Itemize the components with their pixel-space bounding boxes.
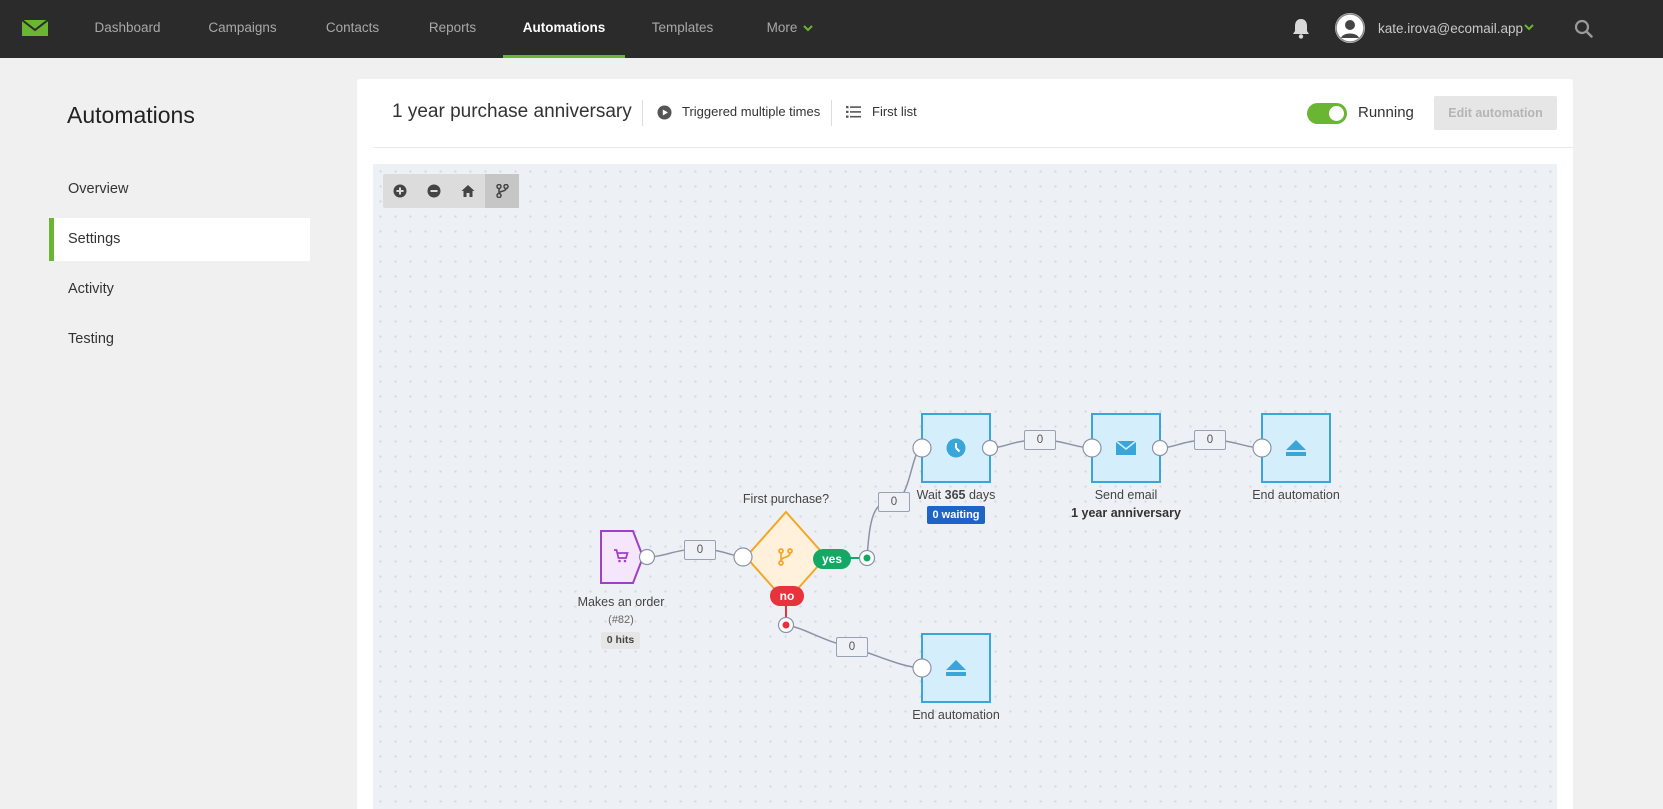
trigger-label: Makes an order [577, 595, 665, 609]
sidebar-item-settings[interactable]: Settings [49, 218, 310, 261]
wait-suffix: days [968, 488, 996, 502]
header-divider-line [373, 147, 1573, 148]
ecomail-logo-icon[interactable] [22, 20, 48, 36]
zoom-out-button[interactable] [417, 174, 451, 208]
automation-title: 1 year purchase anniversary [392, 101, 632, 122]
nav-campaigns[interactable]: Campaigns [208, 20, 277, 35]
header-divider [642, 100, 643, 126]
chevron-down-icon[interactable] [1524, 24, 1534, 31]
zoom-in-button[interactable] [383, 174, 417, 208]
end-top-label: End automation [1252, 488, 1340, 502]
avatar[interactable] [1335, 13, 1365, 43]
canvas-toolbar [383, 174, 519, 208]
chevron-down-icon [803, 25, 814, 32]
user-icon [1335, 13, 1365, 43]
sidebar-item-testing[interactable]: Testing [68, 331, 114, 347]
count-box[interactable]: 0 [1024, 430, 1056, 450]
wait-value: 365 [944, 488, 966, 502]
minus-circle-icon [427, 184, 441, 198]
no-branch-label: no [770, 586, 804, 606]
header-divider [831, 100, 832, 126]
email-name: 1 year anniversary [1071, 506, 1181, 520]
count-box[interactable]: 0 [878, 492, 910, 512]
email-label: Send email [1094, 488, 1158, 502]
nav-contacts[interactable]: Contacts [325, 20, 380, 35]
play-circle-icon [657, 105, 672, 120]
waiting-badge: 0 waiting [927, 506, 985, 524]
home-icon [461, 185, 475, 197]
search-icon[interactable] [1574, 19, 1593, 38]
nav-automations[interactable]: Automations [503, 0, 625, 58]
wait-label: Wait 365 days [906, 488, 1006, 502]
branch-view-button[interactable] [485, 174, 519, 208]
contact-list[interactable]: First list [872, 104, 917, 119]
wait-prefix: Wait [916, 488, 942, 502]
plus-circle-icon [393, 184, 407, 198]
trigger-mode: Triggered multiple times [682, 104, 821, 119]
sidebar-item-activity[interactable]: Activity [68, 281, 114, 297]
edit-automation-button[interactable]: Edit automation [1434, 96, 1557, 130]
list-icon [846, 106, 861, 118]
status-label: Running [1358, 104, 1414, 121]
count-box[interactable]: 0 [1194, 430, 1226, 450]
hits-badge: 0 hits [601, 632, 640, 649]
trigger-id: (#82) [608, 614, 634, 626]
nav-templates[interactable]: Templates [651, 20, 714, 35]
nav-more[interactable]: More [755, 0, 825, 58]
nav-dashboard[interactable]: Dashboard [94, 20, 161, 35]
yes-branch-label: yes [813, 549, 851, 569]
page-title: Automations [67, 102, 195, 128]
bell-icon[interactable] [1291, 18, 1311, 39]
reset-view-button[interactable] [451, 174, 485, 208]
end-bottom-label: End automation [912, 708, 1000, 722]
nav-more-label: More [766, 20, 798, 35]
branch-icon [496, 184, 509, 198]
running-toggle[interactable] [1307, 103, 1347, 124]
nav-reports[interactable]: Reports [428, 20, 477, 35]
sidebar-item-overview[interactable]: Overview [68, 181, 129, 197]
user-email[interactable]: kate.irova@ecomail.app [1378, 21, 1524, 36]
count-box[interactable]: 0 [836, 637, 868, 657]
condition-label: First purchase? [742, 492, 830, 506]
top-nav-bar: Dashboard Campaigns Contacts Reports Aut… [0, 0, 1663, 58]
count-box[interactable]: 0 [684, 540, 716, 560]
